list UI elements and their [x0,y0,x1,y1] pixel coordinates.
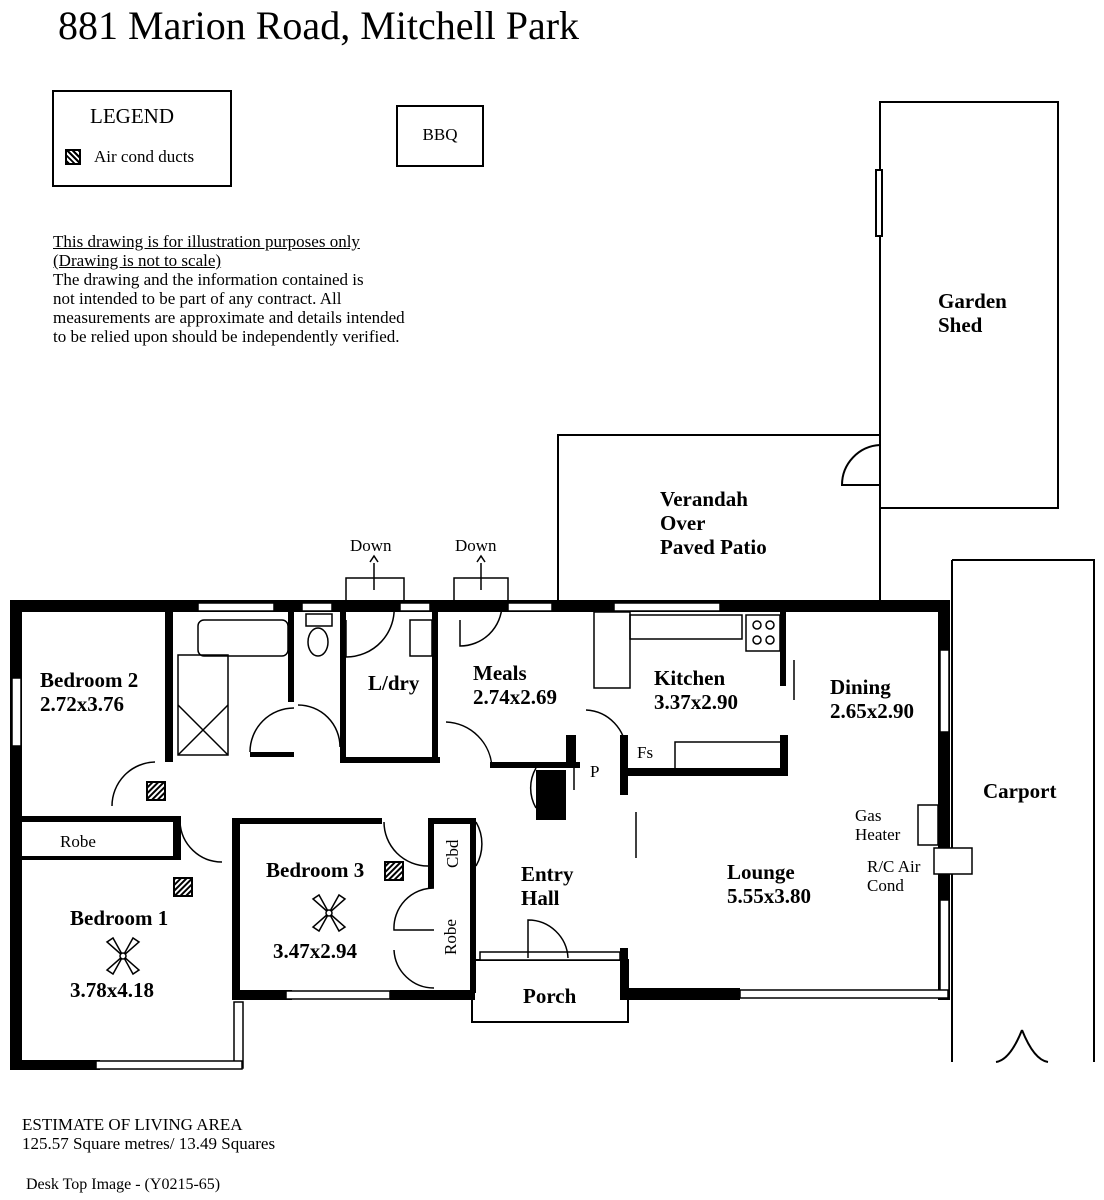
laundry-label: L/dry [368,671,420,695]
ceiling-fan-icons [105,893,347,976]
robe-label: Robe [60,832,96,851]
bbq-label: BBQ [396,105,484,167]
fixtures [111,554,795,989]
outbuildings [471,101,1095,1063]
verandah-label: Over [660,511,705,535]
footer-reference: Desk Top Image - (Y0215-65) [26,1176,221,1193]
robe-label: Robe [441,919,460,955]
kitchen-label: Kitchen [654,666,725,690]
verandah-label: Verandah [660,487,748,511]
garden-shed-label: Garden [938,289,1007,313]
windows [11,602,973,1070]
verandah-label: Paved Patio [660,535,767,559]
down-label: Down [350,536,392,555]
air-con-label: Cond [867,876,904,895]
dining-size: 2.65x2.90 [830,699,914,723]
porch-label: Porch [523,984,577,1008]
fridge-space-label: Fs [637,743,653,762]
bedroom1-label: Bedroom 1 [70,906,168,930]
gas-heater-label: Gas [855,806,881,825]
lounge-label: Lounge [727,860,795,884]
cupboard-label: Cbd [443,839,462,868]
bedroom1-size: 3.78x4.18 [70,978,154,1002]
meals-label: Meals [473,661,527,685]
bedroom2-label: Bedroom 2 [40,668,138,692]
cupboard-label: Cbd [547,779,566,808]
bedroom2-size: 2.72x3.76 [40,692,124,716]
living-area-value: 125.57 Square metres/ 13.49 Squares [22,1134,276,1153]
bedroom3-size: 3.47x2.94 [273,939,358,963]
air-duct-swatch-icon [65,149,81,165]
legend-item: Air cond ducts [94,147,195,166]
living-area-heading: ESTIMATE OF LIVING AREA [22,1115,243,1134]
garden-shed-label: Shed [938,313,983,337]
air-duct-icons [146,781,404,897]
disclaimer: This drawing is for illustration purpose… [53,232,405,346]
air-con-label: R/C Air [867,857,921,876]
legend-heading: LEGEND [90,104,174,128]
meals-size: 2.74x2.69 [473,685,557,709]
disclaimer-line: The drawing and the information containe… [53,270,364,289]
entry-hall-label: Entry [521,862,574,886]
lounge-size: 5.55x3.80 [727,884,811,908]
disclaimer-line: (Drawing is not to scale) [53,251,222,270]
legend: LEGEND Air cond ducts [52,90,232,187]
gas-heater-label: Heater [855,825,901,844]
bedroom3-label: Bedroom 3 [266,858,364,882]
disclaimer-line: This drawing is for illustration purpose… [53,232,360,251]
disclaimer-line: not intended to be part of any contract.… [53,289,342,308]
disclaimer-line: to be relied upon should be independentl… [53,327,400,346]
carport-label: Carport [983,779,1056,803]
living-area: ESTIMATE OF LIVING AREA 125.57 Square me… [22,1115,275,1153]
dining-label: Dining [830,675,891,699]
page-title: 881 Marion Road, Mitchell Park [58,3,580,48]
kitchen-size: 3.37x2.90 [654,690,738,714]
pantry-label: P [590,762,599,781]
disclaimer-line: measurements are approximate and details… [53,308,405,327]
entry-hall-label: Hall [521,886,560,910]
down-label: Down [455,536,497,555]
